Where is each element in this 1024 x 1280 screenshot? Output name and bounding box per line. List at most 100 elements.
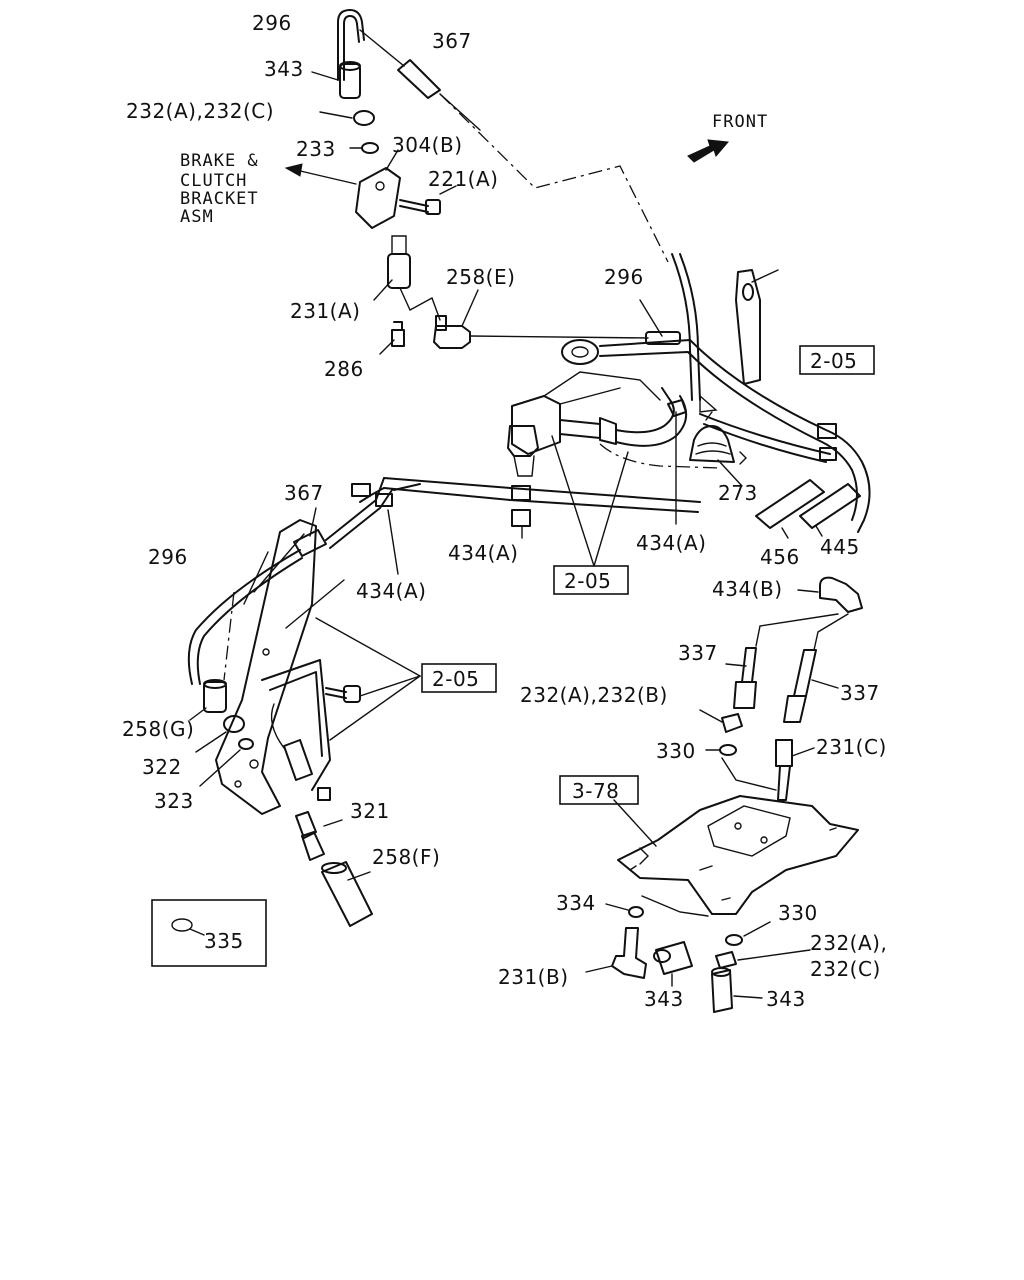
note-line2: CLUTCH xyxy=(180,171,247,191)
label-434a-right: 434(A) xyxy=(636,531,706,555)
pipe-296-top-hook xyxy=(337,9,365,81)
label-343-bottom-right: 343 xyxy=(766,987,806,1011)
sleeve-258f xyxy=(321,861,373,927)
nut-232ac-bottom xyxy=(715,951,737,969)
washer-233 xyxy=(361,142,379,154)
bracket-304b xyxy=(355,167,401,229)
label-258g: 258(G) xyxy=(122,717,194,741)
label-434a-left: 434(A) xyxy=(356,579,426,603)
spacer-343-bottom-right xyxy=(711,969,733,1013)
pipe-296-left xyxy=(187,549,303,685)
label-445: 445 xyxy=(820,535,860,559)
label-231a: 231(A) xyxy=(290,299,360,323)
ref-box-2[interactable] xyxy=(553,565,629,595)
ref-box-1[interactable] xyxy=(799,345,875,375)
pipe-long-horizontal-2 xyxy=(359,483,421,503)
hose-445 xyxy=(799,483,861,529)
clip-434b xyxy=(819,576,863,613)
label-334: 334 xyxy=(556,891,596,915)
label-323: 323 xyxy=(154,789,194,813)
label-296-left: 296 xyxy=(148,545,188,569)
label-258f: 258(F) xyxy=(372,845,440,869)
pipe-lower-right xyxy=(699,413,831,463)
washer-330-bottom xyxy=(725,934,743,946)
label-335: 335 xyxy=(204,929,244,953)
front-arrow-icon xyxy=(687,139,730,163)
label-367-top: 367 xyxy=(432,29,472,53)
label-330-bottom: 330 xyxy=(778,901,818,925)
label-321: 321 xyxy=(350,799,390,823)
label-322: 322 xyxy=(142,755,182,779)
hose-456 xyxy=(755,479,825,529)
label-233: 233 xyxy=(296,137,336,161)
label-232ab: 232(A),232(B) xyxy=(520,683,668,707)
boot-273 xyxy=(689,425,735,463)
spacer-343-top xyxy=(339,63,361,99)
label-232a-bottom: 232(A), xyxy=(810,931,887,955)
label-286: 286 xyxy=(324,357,364,381)
o-ring-icon xyxy=(171,918,193,932)
washer-330-top xyxy=(719,744,737,756)
banjo-ring xyxy=(561,339,599,365)
sleeve-258g xyxy=(203,681,227,713)
label-343-top: 343 xyxy=(264,57,304,81)
front-label: FRONT xyxy=(712,112,768,132)
ref-box-4-label: 3-78 xyxy=(572,779,619,803)
label-456: 456 xyxy=(760,545,800,569)
fitting-block-left xyxy=(507,425,539,457)
bracket-plate-left xyxy=(215,519,317,815)
elbow-231b xyxy=(611,927,647,979)
fitting-plate-lower xyxy=(283,739,313,781)
bracket-plate-378 xyxy=(617,795,859,915)
label-367-left: 367 xyxy=(284,481,324,505)
hose-367-top xyxy=(397,59,441,99)
clip-434a-right xyxy=(667,399,687,417)
label-296-mid: 296 xyxy=(604,265,644,289)
pipe-upper-right-inner xyxy=(599,351,858,521)
label-258e: 258(E) xyxy=(446,265,515,289)
pipe-296-mid xyxy=(671,253,701,401)
nut-322 xyxy=(223,715,245,733)
ref-box-3-label: 2-05 xyxy=(432,667,479,691)
ref-box-2-label: 2-05 xyxy=(564,569,611,593)
ref-box-1-label: 2-05 xyxy=(810,349,857,373)
washer-334 xyxy=(628,906,644,918)
bolt-221a xyxy=(399,199,429,213)
connector-321 xyxy=(295,811,325,861)
note-line4: ASM xyxy=(180,207,214,227)
label-221a: 221(A) xyxy=(428,167,498,191)
label-337-left: 337 xyxy=(678,641,718,665)
label-330-top: 330 xyxy=(656,739,696,763)
pipe-long-horizontal xyxy=(383,477,701,513)
label-296-top: 296 xyxy=(252,11,292,35)
rod-337-left xyxy=(741,647,757,683)
note-line1: BRAKE & xyxy=(180,151,259,171)
pipe-296-top-hook-inner xyxy=(343,15,360,81)
bracket-top-right xyxy=(735,269,761,385)
label-232c-bottom: 232(C) xyxy=(810,957,881,981)
label-343-bottom-left: 343 xyxy=(644,987,684,1011)
spacer-343-bottom-left xyxy=(655,941,693,975)
nipple-231c xyxy=(775,739,793,801)
label-232ac-top: 232(A),232(C) xyxy=(126,99,274,123)
joint-258e xyxy=(433,325,471,349)
clip-434a-center xyxy=(511,509,531,527)
label-304b: 304(B) xyxy=(392,133,463,157)
arrow-to-bracket-asm xyxy=(284,163,303,177)
label-434b: 434(B) xyxy=(712,577,783,601)
pipe-upper-right xyxy=(599,339,871,533)
label-273: 273 xyxy=(718,481,758,505)
label-231b: 231(B) xyxy=(498,965,569,989)
nipple-286 xyxy=(391,321,405,347)
washer-323 xyxy=(238,738,254,750)
nut-232-top xyxy=(353,110,375,126)
nipple-231a xyxy=(387,253,411,289)
label-337-right: 337 xyxy=(840,681,880,705)
ref-box-3[interactable] xyxy=(421,663,497,693)
note-line3: BRACKET xyxy=(180,189,259,209)
nut-232ab xyxy=(721,713,743,733)
ref-box-4[interactable] xyxy=(559,775,639,805)
rod-337-right xyxy=(793,649,817,697)
label-231c: 231(C) xyxy=(816,735,887,759)
